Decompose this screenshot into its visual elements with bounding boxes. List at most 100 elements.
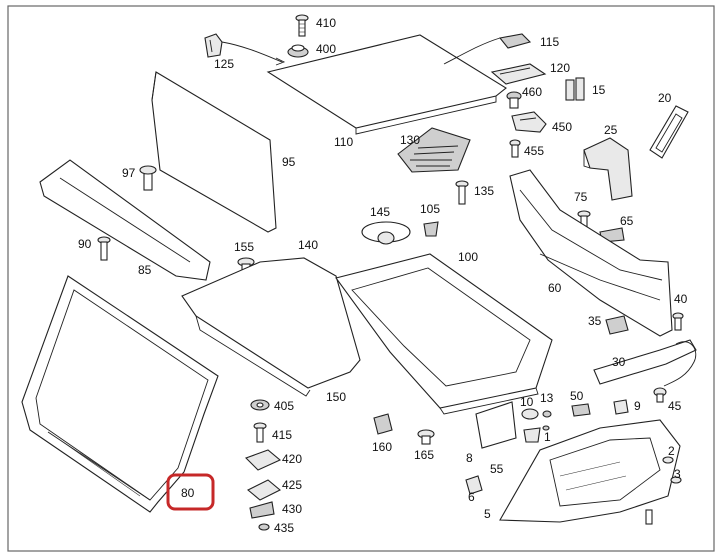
part-2-screw[interactable] (662, 456, 674, 464)
label-40[interactable]: 40 (674, 292, 688, 306)
part-screw-lower[interactable] (645, 509, 653, 525)
label-115[interactable]: 115 (540, 35, 559, 49)
part-110-load-floor-panel[interactable] (266, 34, 507, 135)
label-435[interactable]: 435 (274, 521, 294, 535)
part-105-clip[interactable] (423, 221, 439, 237)
part-35-block[interactable] (605, 315, 629, 335)
part-45-bolt[interactable] (653, 387, 667, 403)
part-135-screw[interactable] (455, 180, 469, 205)
part-13-fastener[interactable] (542, 410, 552, 418)
label-80[interactable]: 80 (181, 486, 195, 500)
label-55[interactable]: 55 (490, 462, 504, 476)
label-420[interactable]: 420 (282, 452, 302, 466)
part-410-screw[interactable] (295, 14, 309, 37)
part-1-fastener[interactable] (542, 425, 550, 431)
label-97[interactable]: 97 (122, 166, 136, 180)
part-55-clip[interactable] (523, 427, 541, 443)
part-435-nut[interactable] (258, 523, 270, 531)
label-15[interactable]: 15 (592, 83, 606, 97)
label-450[interactable]: 450 (552, 120, 572, 134)
label-400[interactable]: 400 (316, 42, 336, 56)
label-45[interactable]: 45 (668, 399, 682, 413)
label-105[interactable]: 105 (420, 202, 440, 216)
part-85-rail[interactable] (39, 159, 211, 281)
part-125-clip[interactable] (204, 33, 223, 58)
part-95-rear-panel[interactable] (151, 71, 277, 233)
label-1[interactable]: 1 (544, 430, 551, 444)
part-100-storage-tub[interactable] (335, 253, 553, 415)
part-145-cap[interactable] (361, 221, 411, 245)
part-430-cover[interactable] (249, 501, 275, 519)
label-75[interactable]: 75 (574, 190, 588, 204)
label-155[interactable]: 155 (234, 240, 254, 254)
label-135[interactable]: 135 (474, 184, 494, 198)
label-165[interactable]: 165 (414, 448, 434, 462)
part-75-bolt[interactable] (577, 210, 591, 229)
label-130[interactable]: 130 (400, 133, 420, 147)
part-10-plug[interactable] (521, 408, 539, 420)
part-115-handle[interactable] (443, 33, 532, 65)
label-415[interactable]: 415 (272, 428, 292, 442)
part-30-strip[interactable] (593, 339, 697, 387)
part-5-lower-side-trim[interactable] (499, 419, 681, 523)
label-5[interactable]: 5 (484, 507, 491, 521)
part-420-bracket[interactable] (245, 449, 282, 471)
part-120-bracket[interactable] (490, 63, 547, 85)
part-25-bracket[interactable] (583, 137, 633, 201)
part-165-clip[interactable] (417, 429, 435, 445)
label-405[interactable]: 405 (274, 399, 294, 413)
part-40-screw[interactable] (672, 312, 684, 331)
part-3-screw[interactable] (670, 476, 682, 484)
part-425-bracket[interactable] (247, 479, 281, 501)
part-15-bracket[interactable] (565, 77, 585, 101)
label-6[interactable]: 6 (468, 490, 475, 504)
part-455-screw[interactable] (509, 139, 521, 158)
part-50-block[interactable] (571, 403, 591, 417)
part-460-fastener[interactable] (506, 91, 522, 109)
callout-80-highlight[interactable]: 80 (166, 473, 215, 511)
part-60-side-trim[interactable] (509, 169, 673, 337)
label-90[interactable]: 90 (78, 237, 92, 251)
part-97-pin[interactable] (139, 165, 157, 191)
label-13[interactable]: 13 (540, 391, 554, 405)
part-160-block[interactable] (373, 413, 393, 435)
part-405-washer[interactable] (250, 399, 270, 411)
label-110[interactable]: 110 (334, 135, 353, 149)
label-60[interactable]: 60 (548, 281, 562, 295)
label-8[interactable]: 8 (466, 451, 473, 465)
part-140-floor-trim[interactable] (181, 257, 361, 397)
label-3[interactable]: 3 (674, 467, 681, 481)
part-415-bolt[interactable] (253, 422, 267, 443)
part-20-frame[interactable] (649, 105, 689, 159)
label-9[interactable]: 9 (634, 399, 641, 413)
label-430[interactable]: 430 (282, 502, 302, 516)
part-9-clip[interactable] (613, 399, 629, 415)
label-100[interactable]: 100 (458, 250, 478, 264)
label-65[interactable]: 65 (620, 214, 634, 228)
label-120[interactable]: 120 (550, 61, 570, 75)
label-2[interactable]: 2 (668, 444, 675, 458)
label-145[interactable]: 145 (370, 205, 390, 219)
label-35[interactable]: 35 (588, 314, 602, 328)
label-85[interactable]: 85 (138, 263, 152, 277)
label-410[interactable]: 410 (316, 16, 336, 30)
part-450-latch[interactable] (511, 111, 547, 133)
label-20[interactable]: 20 (658, 91, 672, 105)
label-140[interactable]: 140 (298, 238, 318, 252)
part-90-screw[interactable] (97, 236, 111, 261)
label-125[interactable]: 125 (214, 57, 234, 71)
label-160[interactable]: 160 (372, 440, 392, 454)
label-25[interactable]: 25 (604, 123, 618, 137)
label-50[interactable]: 50 (570, 389, 584, 403)
part-130-tray[interactable] (397, 127, 471, 173)
label-455[interactable]: 455 (524, 144, 544, 158)
label-30[interactable]: 30 (612, 355, 626, 369)
part-400-grommet[interactable] (287, 44, 309, 58)
label-460[interactable]: 460 (522, 85, 542, 99)
part-6-clip[interactable] (465, 475, 483, 495)
label-10[interactable]: 10 (520, 395, 534, 409)
label-425[interactable]: 425 (282, 478, 302, 492)
part-80-seat-back[interactable] (21, 275, 219, 513)
part-8-cover-panel[interactable] (475, 401, 517, 449)
label-150[interactable]: 150 (326, 390, 346, 404)
